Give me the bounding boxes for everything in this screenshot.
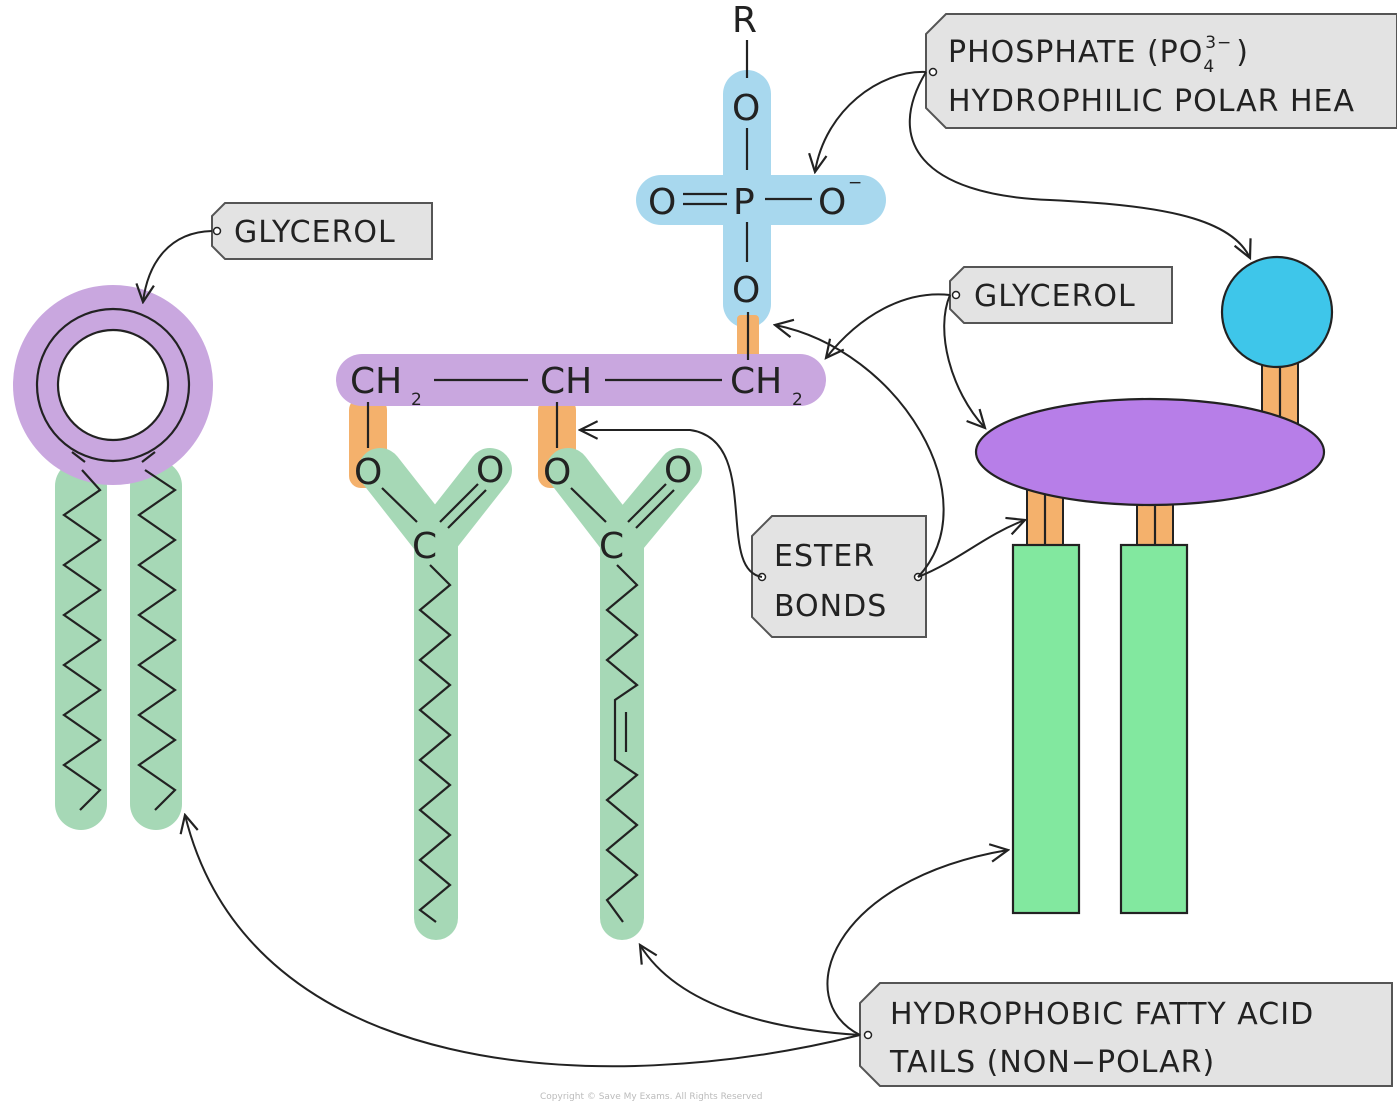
block-model-phospholipid <box>974 255 1334 915</box>
svg-text:O: O <box>476 450 504 491</box>
tail-left-2 <box>130 460 182 830</box>
arrow-ester-to-top-bond <box>775 325 945 578</box>
label-hydrophobic-tails: HYDROPHOBIC FATTY ACID TAILS (NON−POLAR) <box>859 982 1393 1087</box>
arrow-ester-to-bond <box>580 430 763 578</box>
r-group: R <box>732 0 757 41</box>
tail-block-1 <box>1011 543 1081 915</box>
svg-text:2: 2 <box>411 390 422 410</box>
ch2-left: CH <box>350 361 402 402</box>
ch-middle: CH <box>540 361 592 402</box>
carbonyl-carbon-1: C <box>412 526 437 567</box>
arrows <box>143 70 1250 1068</box>
tails-line1: HYDROPHOBIC FATTY ACID <box>890 997 1314 1032</box>
zigzag-left-1 <box>62 469 102 811</box>
arrow-tails-to-left <box>185 815 861 1068</box>
fatty-acid-tail-unsaturated <box>600 520 644 940</box>
glycerol-backbone <box>336 354 826 406</box>
arrow-phosphate-to-head <box>908 71 1250 258</box>
ester-line2: BONDS <box>774 589 887 624</box>
ch2-right: CH <box>730 361 782 402</box>
zigzag-left-2 <box>137 469 177 811</box>
svg-text:−: − <box>848 173 862 193</box>
glycerol-right-text: GLYCEROL <box>974 279 1136 314</box>
arrow-glycerol-to-ellipse <box>943 294 985 428</box>
svg-text:O: O <box>543 452 571 493</box>
oxygen-double: O <box>648 182 676 223</box>
simplified-phospholipid-left <box>13 285 213 830</box>
arrow-glycerol-left <box>143 230 213 302</box>
arrow-ester-to-block <box>917 520 1025 578</box>
glycerol-ellipse <box>974 397 1326 507</box>
phosphate-label-line2: HYDROPHILIC POLAR HEA <box>948 84 1355 119</box>
label-glycerol-right: GLYCEROL <box>949 266 1173 324</box>
copyright-text: Copyright © Save My Exams. All Rights Re… <box>540 1092 762 1102</box>
phosphate-head-circle <box>1220 255 1334 369</box>
arrow-phosphate-to-formula <box>815 70 927 172</box>
oxygen-minus: O <box>818 182 846 223</box>
svg-text:2: 2 <box>792 390 803 410</box>
zigzag-saturated <box>418 564 452 923</box>
arrow-tails-to-formula <box>640 945 861 1036</box>
oxygen-top: O <box>732 88 760 129</box>
carbonyl-carbon-2: C <box>599 526 624 567</box>
structural-formula: R O O P O − O CH 2 CH CH 2 O O C O <box>336 0 886 940</box>
svg-text:O: O <box>664 450 692 491</box>
phosphorus: P <box>733 182 755 223</box>
tail-left-1 <box>55 460 107 830</box>
label-ester-bonds: ESTER BONDS <box>751 515 927 638</box>
fatty-acid-tail-saturated <box>414 520 458 940</box>
zigzag-unsaturated <box>605 564 639 923</box>
tail-block-2 <box>1119 543 1189 915</box>
ester-line1: ESTER <box>774 539 875 574</box>
svg-text:PHOSPHATE (PO43−): PHOSPHATE (PO43−) <box>948 33 1249 77</box>
glycerol-left-text: GLYCEROL <box>234 215 396 250</box>
tails-line2: TAILS (NON−POLAR) <box>889 1045 1215 1080</box>
svg-text:O: O <box>354 452 382 493</box>
label-phosphate: PHOSPHATE (PO43−) HYDROPHILIC POLAR HEA <box>925 13 1397 129</box>
phosphate-horizontal-highlight <box>636 175 886 225</box>
label-glycerol-left: GLYCEROL <box>211 202 433 260</box>
arrow-glycerol-to-backbone <box>826 293 951 358</box>
oxygen-bottom: O <box>732 270 760 311</box>
arrow-tails-to-block <box>826 850 1008 1036</box>
